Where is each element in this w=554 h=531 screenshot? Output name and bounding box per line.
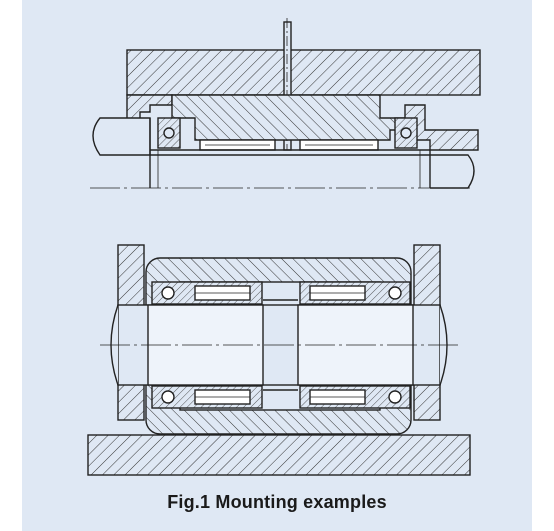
- ball-bottom-left: [161, 390, 175, 404]
- ball-top-left: [161, 286, 175, 300]
- shaft-right-end: [430, 154, 475, 189]
- figure-caption: Fig.1 Mounting examples: [167, 492, 387, 512]
- base-plate: [87, 434, 471, 476]
- ball-bottom-right: [388, 390, 402, 404]
- upper-view: [90, 18, 481, 189]
- shaft-left-end: [92, 117, 151, 156]
- ball-top-right: [388, 286, 402, 300]
- lower-view: [87, 244, 471, 476]
- housing-body: [171, 94, 406, 141]
- housing-top: [126, 49, 481, 96]
